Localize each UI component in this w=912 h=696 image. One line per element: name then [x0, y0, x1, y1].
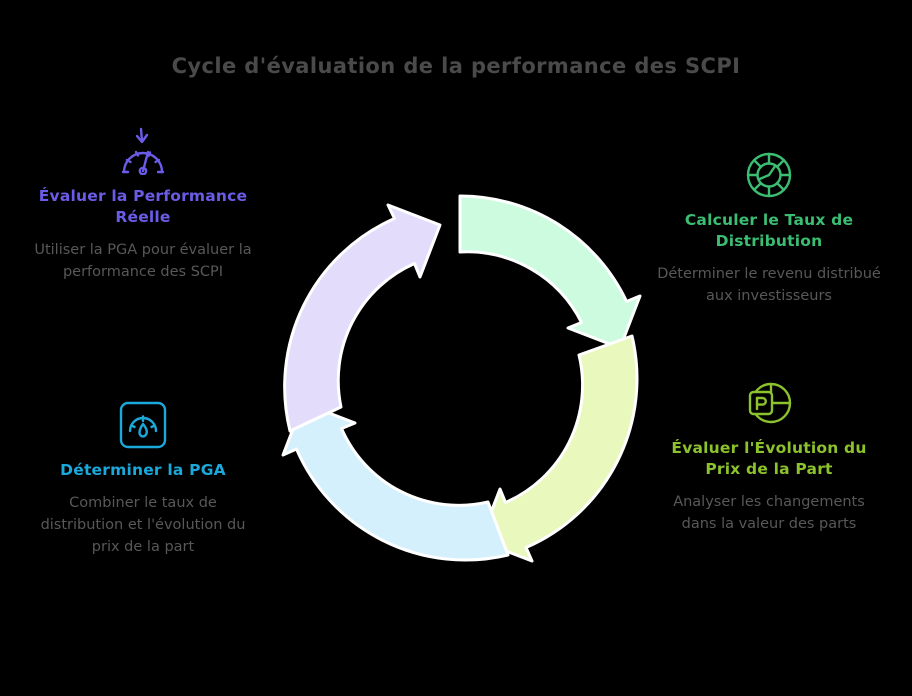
cycle-segment-bottom-right	[478, 334, 639, 563]
page-title: Cycle d'évaluation de la performance des…	[171, 54, 741, 78]
step-evaluer-evolution-prix-part[interactable]: Évaluer l'Évolution du Prix de la Part A…	[654, 378, 884, 535]
step-heading: Évaluer l'Évolution du Prix de la Part	[671, 439, 867, 478]
cycle-segment-bottom-left	[281, 401, 510, 562]
step-description: Déterminer le revenu distribué aux inves…	[657, 265, 881, 304]
cycle-diagram-svg	[281, 194, 642, 563]
step-calculer-taux-distribution[interactable]: Calculer le Taux de Distribution Détermi…	[654, 150, 884, 307]
step-description: Analyser les changements dans la valeur …	[673, 493, 865, 532]
step-heading: Calculer le Taux de Distribution	[684, 211, 854, 250]
step-description: Combiner le taux de distribution et l'év…	[40, 494, 246, 555]
step-heading: Déterminer la PGA	[60, 461, 226, 479]
cycle-segment-top-right	[458, 194, 642, 350]
step-heading: Évaluer la Performance Réelle	[38, 187, 248, 226]
cycle-diagram	[268, 188, 652, 572]
gauge-down-arrow-icon	[115, 126, 171, 176]
step-evaluer-performance-reelle[interactable]: Évaluer la Performance Réelle Utiliser l…	[28, 126, 258, 283]
framed-gauge-icon	[115, 400, 171, 450]
cycle-segment-top-left	[283, 203, 442, 433]
step-determiner-pga[interactable]: Déterminer la PGA Combiner le taux de di…	[28, 400, 258, 558]
presentation-p-icon	[741, 378, 797, 428]
step-description: Utiliser la PGA pour évaluer la performa…	[34, 241, 252, 280]
pie-chart-icon	[741, 150, 797, 200]
